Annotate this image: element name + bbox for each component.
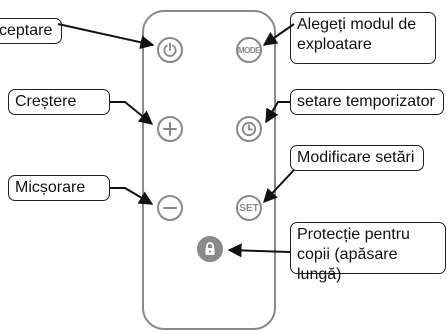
minus-icon	[163, 207, 177, 209]
power-button	[157, 37, 183, 63]
arrow-mode	[262, 23, 295, 46]
plus-icon	[163, 122, 177, 136]
child-lock-button	[197, 236, 223, 262]
timer-button	[236, 116, 262, 142]
label-accept: ceptare	[0, 18, 62, 44]
arrow-accept	[57, 23, 155, 50]
label-accept-text: ceptare	[0, 22, 53, 39]
label-timer: setare temporizator	[290, 89, 444, 115]
plus-button	[157, 116, 183, 142]
label-decrease: Micșorare	[8, 175, 110, 201]
label-settings-text: Modificare setări	[297, 149, 415, 166]
minus-button	[157, 195, 183, 221]
power-icon	[163, 42, 177, 57]
arrow-child-lock	[227, 243, 291, 258]
label-child-lock: Protecție pentru copii (apăsare lungă)	[290, 222, 446, 283]
label-mode: Alegeți modul de exploatare	[290, 12, 436, 64]
label-child-lock-text: Protecție pentru copii (apăsare lungă)	[297, 226, 410, 283]
arrow-decrease	[110, 187, 154, 205]
mode-button: MODE	[236, 37, 262, 63]
remote-control-body	[142, 10, 276, 330]
label-mode-text: Alegeți modul de exploatare	[297, 16, 417, 53]
label-increase: Creștere	[8, 89, 110, 115]
arrow-timer	[265, 101, 290, 124]
mode-button-label: MODE	[238, 45, 261, 55]
label-decrease-text: Micșorare	[15, 179, 86, 196]
arrow-increase	[110, 101, 154, 125]
label-increase-text: Creștere	[15, 93, 77, 110]
set-button: SET	[236, 195, 262, 221]
arrow-settings	[263, 169, 295, 204]
label-settings: Modificare setări	[290, 145, 424, 171]
set-button-label: SET	[239, 202, 259, 214]
label-timer-text: setare temporizator	[297, 93, 435, 110]
lock-icon	[205, 242, 215, 255]
clock-icon	[241, 121, 257, 137]
